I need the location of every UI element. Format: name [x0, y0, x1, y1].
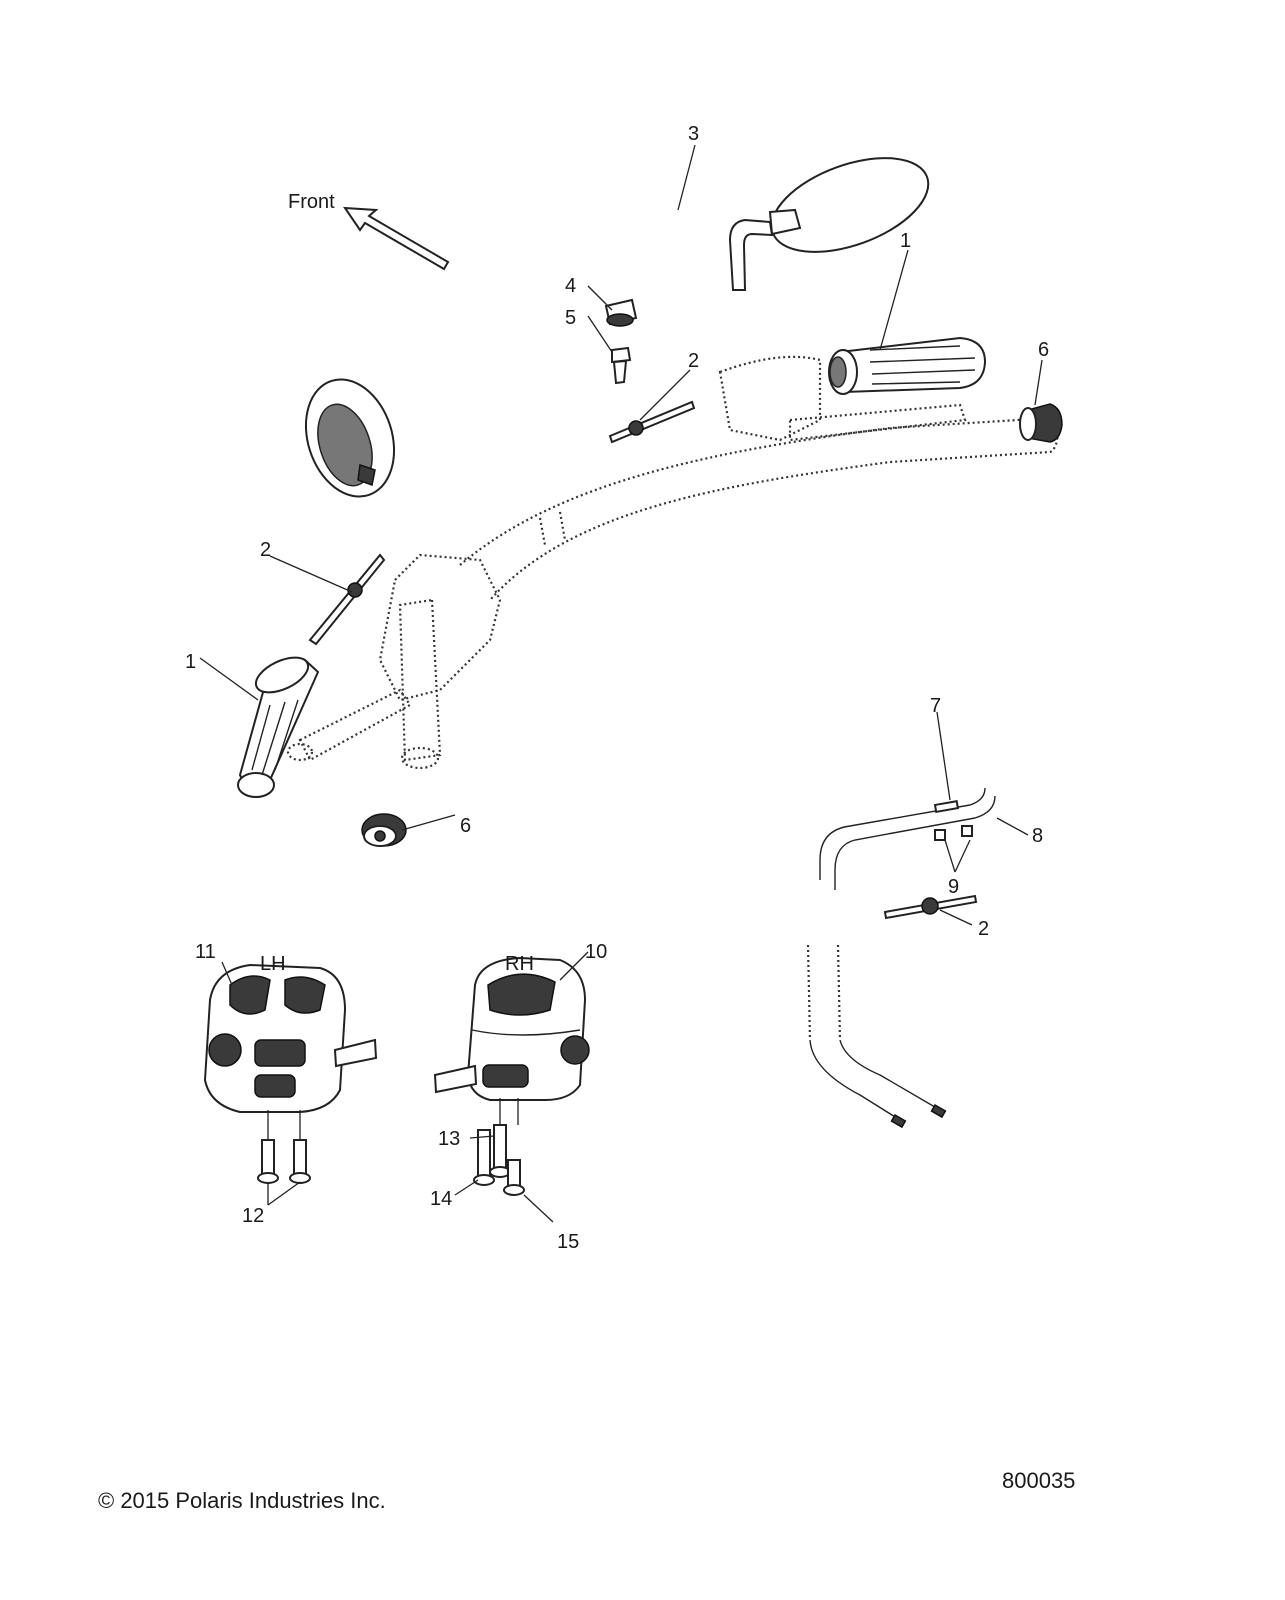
cable-tie-lower: [883, 894, 978, 920]
callout-5-adapter: 5: [565, 307, 576, 329]
callout-2-cable-tie-upper: 2: [688, 350, 699, 372]
callout-10-rh-switch: 10: [585, 941, 607, 963]
callout-2-cable-tie-lower: 2: [978, 918, 989, 940]
callout-1-grip-left: 1: [185, 651, 196, 673]
figure-number: 800035: [1002, 1468, 1075, 1493]
front-label: Front: [288, 191, 335, 213]
rh-switch-housing: [433, 956, 590, 1101]
grip-right: [828, 336, 987, 395]
end-weight-right: [1019, 403, 1063, 443]
callout-13-rh-screw: 13: [438, 1128, 460, 1150]
nut: [604, 298, 638, 327]
callout-14-rh-screw: 14: [430, 1188, 452, 1210]
mirror-left: [304, 378, 396, 498]
cable-tie-left: [308, 553, 386, 646]
callout-7-throttle-cable: 7: [930, 695, 941, 717]
mirror-right: [728, 157, 930, 291]
callout-1-grip-right: 1: [900, 230, 911, 252]
label-rh: RH: [505, 953, 534, 975]
callout-9-cable-clips: 9: [948, 876, 959, 898]
handlebar: [286, 355, 1059, 770]
callout-3-mirror: 3: [688, 123, 699, 145]
adapter: [611, 346, 632, 385]
callout-15-rh-screw: 15: [557, 1231, 579, 1253]
callout-11-lh-switch: 11: [195, 941, 216, 963]
lh-screws: [257, 1110, 311, 1184]
leader-lines: [199, 144, 1043, 1223]
lh-switch-housing: [203, 963, 378, 1113]
copyright-text: © 2015 Polaris Industries Inc.: [98, 1488, 386, 1513]
callout-12-lh-screws: 12: [242, 1205, 264, 1227]
rh-screws: [473, 1098, 525, 1196]
front-arrow: [343, 206, 450, 271]
callout-4-nut: 4: [565, 275, 576, 297]
callout-2-cable-tie-left: 2: [260, 539, 271, 561]
label-lh: LH: [260, 953, 286, 975]
cable-tie-upper: [608, 400, 696, 444]
throttle-cables: [806, 787, 996, 1129]
callout-6-end-weight-right: 6: [1038, 339, 1049, 361]
grip-left: [237, 656, 320, 798]
callout-6-end-weight-left: 6: [460, 815, 471, 837]
end-weight-left: [361, 813, 407, 847]
callout-8-throttle-cable-return: 8: [1032, 825, 1043, 847]
